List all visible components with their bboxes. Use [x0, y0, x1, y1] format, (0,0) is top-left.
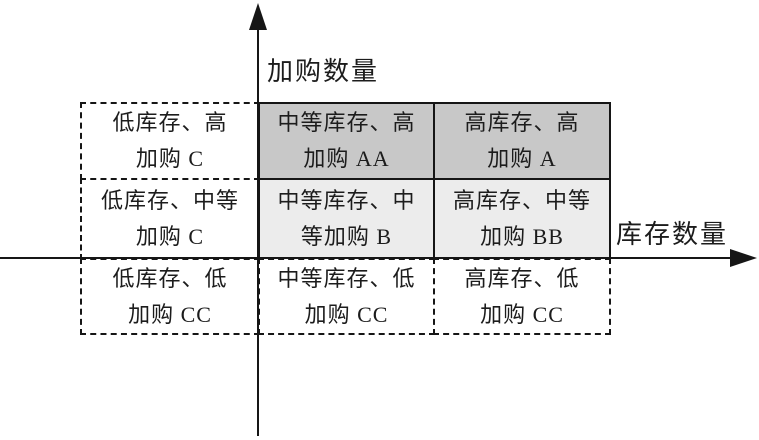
matrix-cell-low-stock-low-cart: 低库存、低 加购 CC [80, 258, 260, 335]
x-axis-line [0, 257, 740, 259]
x-axis-arrow-icon [730, 249, 757, 267]
matrix-cell-mid-stock-mid-cart: 中等库存、中 等加购 B [258, 178, 435, 260]
cell-text-line: 加购 C [135, 146, 205, 171]
matrix-cell-low-stock-high-cart: 低库存、高 加购 C [80, 102, 260, 180]
cell-text-line: 低库存、高 [112, 110, 228, 135]
cell-text-line: 高库存、高 [464, 110, 580, 135]
y-axis-label: 加购数量 [267, 57, 380, 86]
cell-text-line: 中等库存、高 [277, 110, 416, 135]
cell-text-line: 低库存、中等 [100, 188, 239, 213]
cell-text-line: 高库存、中等 [452, 188, 591, 213]
matrix-cell-high-stock-low-cart: 高库存、低 加购 CC [433, 258, 611, 335]
cell-text-line: 高库存、低 [464, 265, 580, 291]
y-axis-arrow-icon [249, 3, 267, 30]
cell-text-line: 加购 BB [480, 224, 564, 249]
matrix-cell-high-stock-mid-cart: 高库存、中等 加购 BB [433, 178, 611, 260]
cell-text-line: 加购 AA [303, 146, 390, 171]
cell-text-line: 加购 CC [128, 301, 212, 327]
cell-text-line: 加购 A [487, 146, 557, 171]
cell-text-line: 加购 CC [480, 301, 564, 327]
cell-text-line: 中等库存、低 [277, 265, 416, 291]
cell-text-line: 中等库存、中 [277, 188, 416, 213]
cell-text-line: 加购 CC [304, 301, 389, 327]
matrix-cell-mid-stock-high-cart: 中等库存、高 加购 AA [258, 102, 435, 180]
y-axis-line [257, 16, 259, 436]
cell-text-line: 加购 C [135, 224, 205, 249]
cell-text-line: 低库存、低 [112, 265, 228, 291]
x-axis-label: 库存数量 [616, 220, 729, 249]
cell-text-line: 等加购 B [300, 224, 393, 249]
matrix-cell-mid-stock-low-cart: 中等库存、低 加购 CC [258, 258, 435, 335]
matrix-cell-high-stock-high-cart: 高库存、高 加购 A [433, 102, 611, 180]
matrix-cell-low-stock-mid-cart: 低库存、中等 加购 C [80, 178, 260, 260]
